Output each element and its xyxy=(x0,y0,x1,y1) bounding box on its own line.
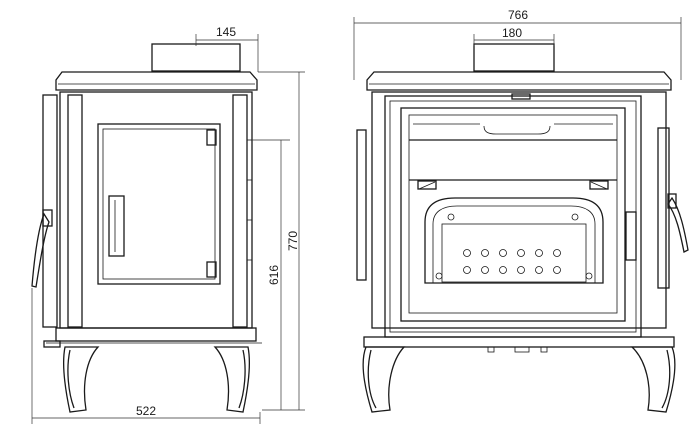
side-dimensions: 145 770 616 522 xyxy=(31,25,305,424)
front-leg-right xyxy=(630,346,676,413)
dim-side-depth: 522 xyxy=(136,404,156,418)
side-view xyxy=(31,43,262,413)
side-door-handle xyxy=(108,195,125,257)
front-glass xyxy=(400,107,626,322)
dim-front-total-width: 766 xyxy=(508,8,528,22)
dim-side-flue-offset: 145 xyxy=(216,25,236,39)
side-leg-rear xyxy=(213,346,251,413)
front-left-side-rail xyxy=(356,129,367,281)
front-top-plate xyxy=(366,71,672,91)
side-rear-column xyxy=(232,94,248,328)
front-plinth xyxy=(363,336,675,348)
side-hinge-top xyxy=(206,129,217,146)
front-leg-left xyxy=(362,346,406,413)
front-body xyxy=(371,91,667,329)
side-door-lever xyxy=(31,212,50,288)
front-view xyxy=(356,43,689,413)
side-top-plate xyxy=(55,71,258,91)
side-panel-door xyxy=(97,123,221,285)
dim-side-flue-height: 616 xyxy=(267,265,281,285)
front-baffle xyxy=(483,125,551,135)
front-flue-collar xyxy=(473,43,555,72)
front-air-holes xyxy=(463,249,561,274)
front-dimensions: 766 180 xyxy=(353,8,682,80)
side-door-edge xyxy=(42,94,58,328)
dim-side-total-height: 770 xyxy=(286,231,300,251)
front-top-latch xyxy=(511,93,531,100)
front-door-lever xyxy=(667,196,689,253)
side-body xyxy=(59,91,253,329)
side-front-column xyxy=(67,94,83,328)
front-door-catch xyxy=(625,211,637,261)
side-leg-front xyxy=(62,346,100,413)
dim-front-flue-width: 180 xyxy=(502,26,522,40)
front-right-side-rail xyxy=(657,127,670,289)
side-hinge-bottom xyxy=(206,261,217,278)
side-plinth xyxy=(55,327,257,342)
side-flue-collar xyxy=(151,43,241,72)
front-grate xyxy=(424,197,604,284)
